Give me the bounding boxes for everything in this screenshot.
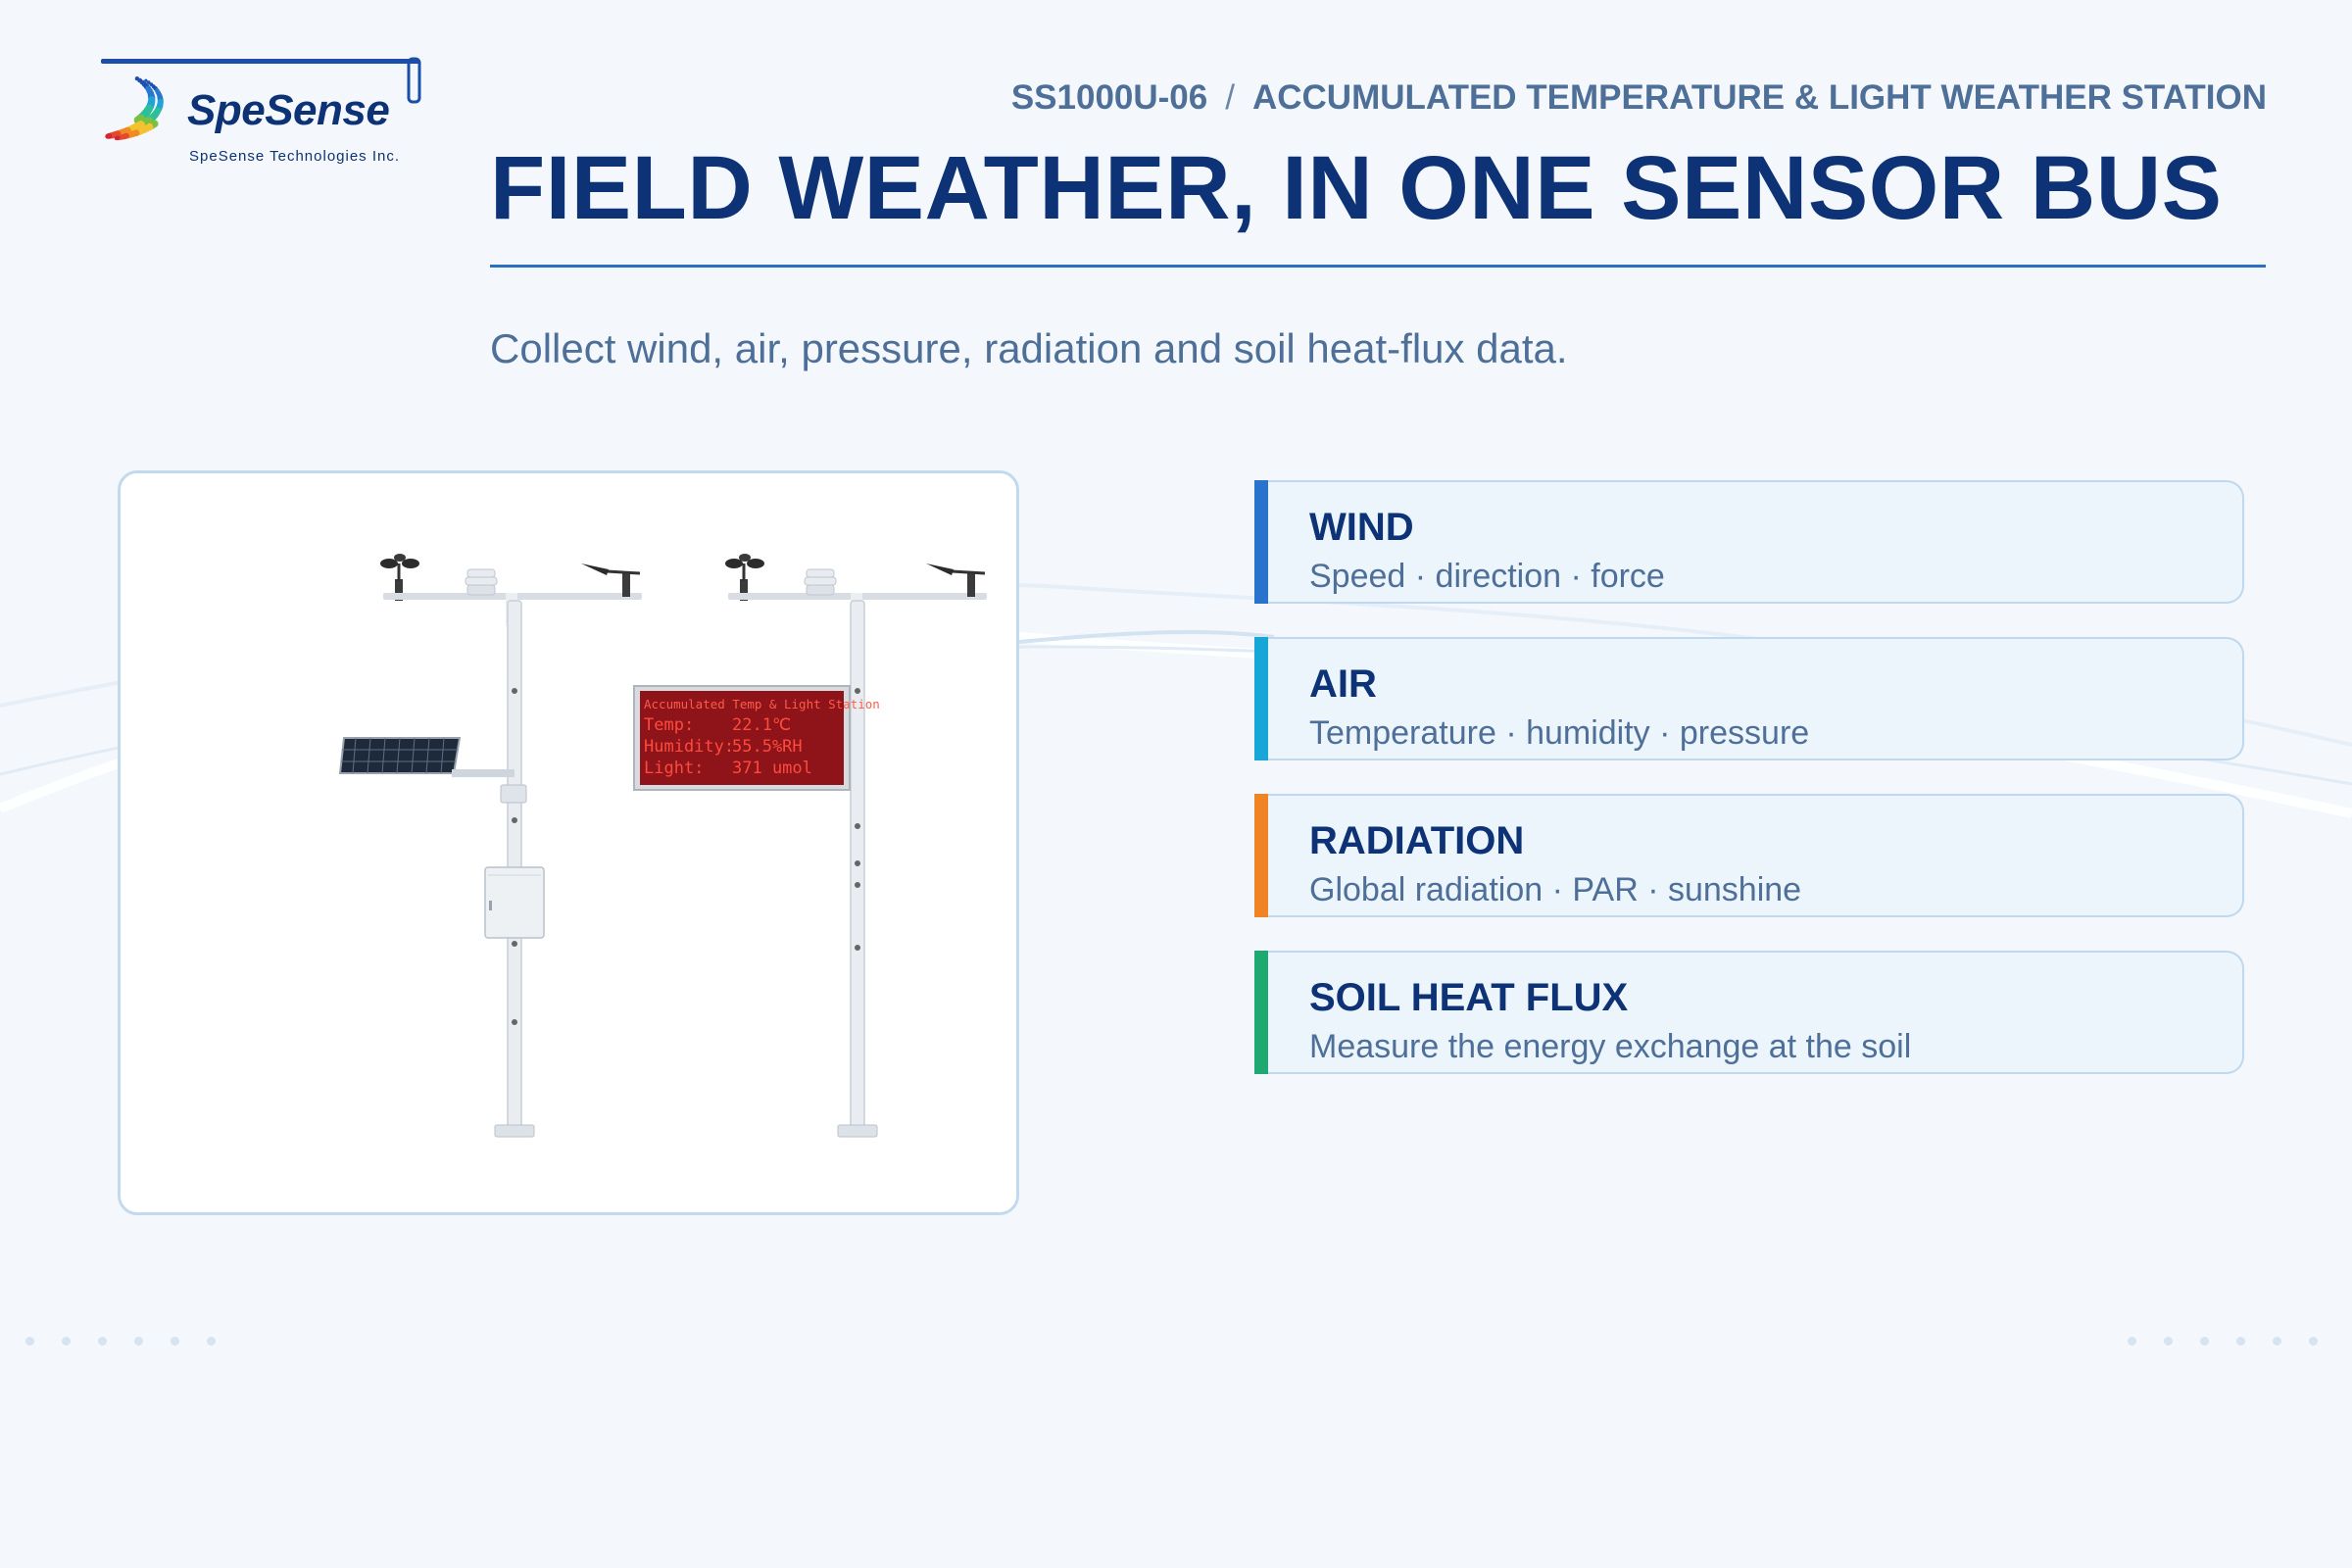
wind-vane-icon [581, 564, 641, 597]
led-heading: Accumulated Temp & Light Station [644, 697, 880, 711]
anemometer-icon [725, 554, 764, 581]
led-light-label: Light: [644, 759, 704, 778]
card-title: WIND [1309, 506, 1414, 549]
wind-vane-icon [926, 564, 986, 597]
product-image-panel: Accumulated Temp & Light Station Temp: 2… [118, 470, 1019, 1215]
product-line: ACCUMULATED TEMPERATURE & LIGHT WEATHER … [1251, 78, 2267, 117]
card-description: Measure the energy exchange at the soil [1309, 1028, 1912, 1065]
led-display-weather-station: Accumulated Temp & Light Station Temp: 2… [633, 554, 987, 1138]
thermometer-shield-icon [804, 568, 837, 596]
card-title: SOIL HEAT FLUX [1309, 976, 1629, 1019]
breadcrumb-separator: / [1225, 78, 1235, 117]
anemometer-icon [380, 554, 419, 581]
weather-station-illustration: Accumulated Temp & Light Station Temp: 2… [338, 554, 987, 1138]
led-display-board: Accumulated Temp & Light Station Temp: 2… [633, 685, 880, 791]
led-humidity-value: 55.5%RH [732, 737, 803, 757]
card-accent-bar [1254, 637, 1268, 760]
card-accent-bar [1254, 794, 1268, 917]
decorative-dots-left [25, 1337, 216, 1346]
thermometer-shield-icon [465, 568, 498, 596]
feature-card-radiation: RADIATION Global radiation · PAR · sunsh… [1254, 794, 2244, 917]
logo-swirl-icon [101, 57, 421, 141]
page-title: FIELD WEATHER, IN ONE SENSOR BUS [490, 138, 2223, 238]
card-description: Global radiation · PAR · sunshine [1309, 871, 1802, 908]
feature-card-soil-heat-flux: SOIL HEAT FLUX Measure the energy exchan… [1254, 951, 2244, 1074]
feature-card-list: WIND Speed · direction · force AIR Tempe… [1254, 480, 2244, 1107]
logo-tagline: SpeSense Technologies Inc. [189, 148, 401, 165]
model-number: SS1000U-06 [1010, 78, 1208, 117]
card-title: RADIATION [1309, 819, 1525, 862]
feature-card-air: AIR Temperature · humidity · pressure [1254, 637, 2244, 760]
card-accent-bar [1254, 951, 1268, 1074]
card-accent-bar [1254, 480, 1268, 604]
card-title: AIR [1309, 662, 1377, 706]
card-description: Temperature · humidity · pressure [1309, 714, 1810, 752]
solar-panel-icon [338, 737, 514, 777]
led-light-value: 371 umol [732, 759, 812, 778]
feature-card-wind: WIND Speed · direction · force [1254, 480, 2244, 604]
brand-logo: SpeSense SpeSense Technologies Inc. [83, 57, 421, 174]
led-temp-value: 22.1℃ [732, 715, 791, 735]
card-description: Speed · direction · force [1309, 558, 1665, 595]
page-subtitle: Collect wind, air, pressure, radiation a… [490, 325, 1568, 371]
control-box-icon [484, 866, 545, 939]
logo-name: SpeSense [187, 86, 390, 134]
led-humidity-label: Humidity: [644, 737, 734, 757]
led-temp-label: Temp: [644, 715, 694, 735]
breadcrumb: SS1000U-06 / ACCUMULATED TEMPERATURE & LIG… [1011, 78, 2267, 118]
solar-weather-station [338, 554, 642, 1138]
decorative-dots-right [2128, 1337, 2318, 1346]
title-divider [490, 265, 2266, 268]
